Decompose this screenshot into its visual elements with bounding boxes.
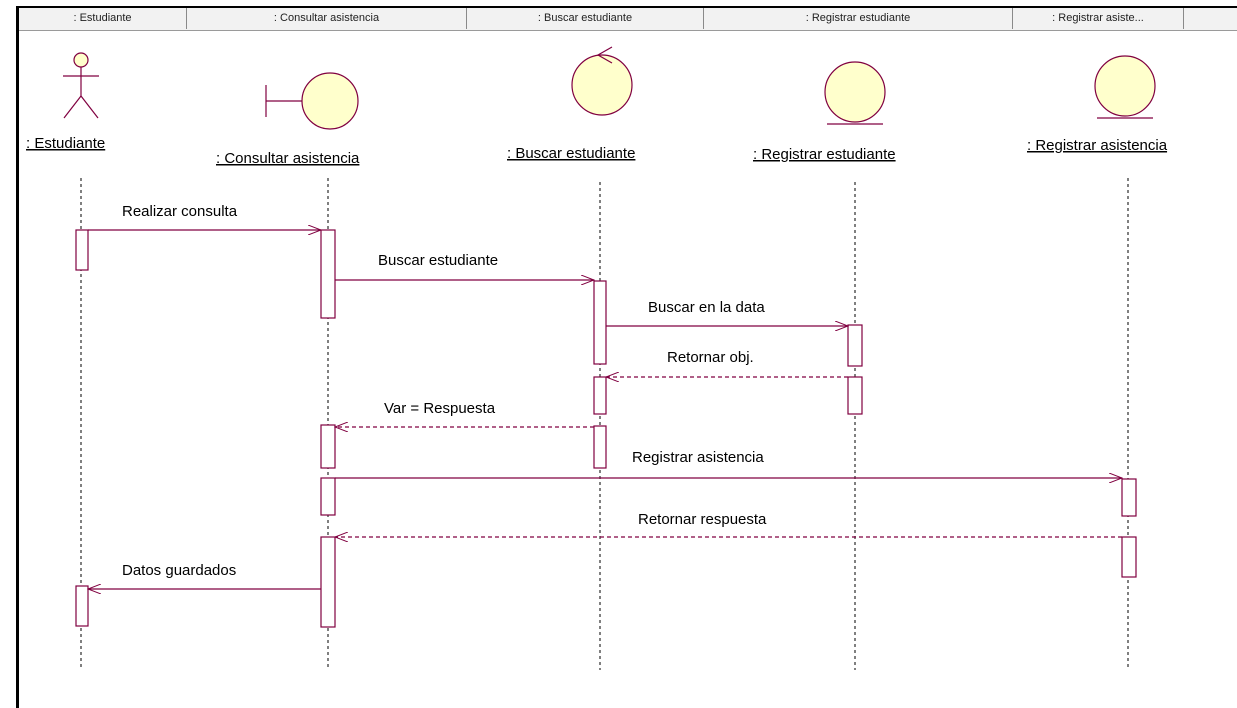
- activation-bar[interactable]: [847, 324, 863, 367]
- activation-bar[interactable]: [320, 536, 336, 628]
- message-label-realizar-consulta: Realizar consulta: [122, 203, 238, 220]
- boundary-icon[interactable]: [265, 72, 359, 130]
- lifeline-label-consultar-asistencia: : Consultar asistencia: [216, 150, 360, 167]
- header-cell-registrar-asistencia[interactable]: : Registrar asiste...: [1013, 8, 1184, 29]
- entity-icon[interactable]: [1094, 55, 1156, 119]
- activation-bar[interactable]: [1121, 478, 1137, 517]
- messages: [88, 230, 1122, 589]
- activation-bar[interactable]: [847, 376, 863, 415]
- diagram-frame: [16, 6, 1237, 708]
- message-label-buscar-en-la-data: Buscar en la data: [648, 299, 765, 316]
- activation-bar[interactable]: [320, 229, 336, 319]
- lifeline-label-buscar-estudiante: : Buscar estudiante: [507, 145, 635, 162]
- header-cell-buscar-estudiante[interactable]: : Buscar estudiante: [467, 8, 704, 29]
- lifeline-label-estudiante: : Estudiante: [26, 135, 105, 152]
- message-label-var-respuesta: Var = Respuesta: [384, 400, 496, 417]
- activation-bar[interactable]: [75, 229, 89, 271]
- lifelines: [80, 178, 1129, 670]
- header-cell-consultar-asistencia[interactable]: : Consultar asistencia: [187, 8, 467, 29]
- message-label-registrar-asistencia: Registrar asistencia: [632, 449, 764, 466]
- message-label-datos-guardados: Datos guardados: [122, 562, 236, 579]
- activation-bar[interactable]: [593, 280, 607, 365]
- message-label-buscar-estudiante: Buscar estudiante: [378, 252, 498, 269]
- entity-icon[interactable]: [824, 61, 886, 125]
- lifeline-label-registrar-estudiante: : Registrar estudiante: [753, 146, 896, 163]
- lifeline-header-bar: : Estudiante : Consultar asistencia : Bu…: [19, 8, 1237, 31]
- activations: [75, 229, 1137, 628]
- header-cell-estudiante[interactable]: : Estudiante: [19, 8, 187, 29]
- message-label-retornar-obj: Retornar obj.: [667, 349, 754, 366]
- activation-bar[interactable]: [320, 477, 336, 516]
- activation-bar[interactable]: [75, 585, 89, 627]
- message-label-retornar-respuesta: Retornar respuesta: [638, 511, 767, 528]
- activation-bar[interactable]: [1121, 536, 1137, 578]
- activation-bar[interactable]: [593, 425, 607, 469]
- lifeline-label-registrar-asistencia: : Registrar asistencia: [1027, 137, 1168, 154]
- control-icon[interactable]: [571, 46, 633, 116]
- activation-bar[interactable]: [320, 424, 336, 469]
- actor-icon[interactable]: [63, 52, 99, 119]
- header-cell-registrar-estudiante[interactable]: : Registrar estudiante: [704, 8, 1013, 29]
- activation-bar[interactable]: [593, 376, 607, 415]
